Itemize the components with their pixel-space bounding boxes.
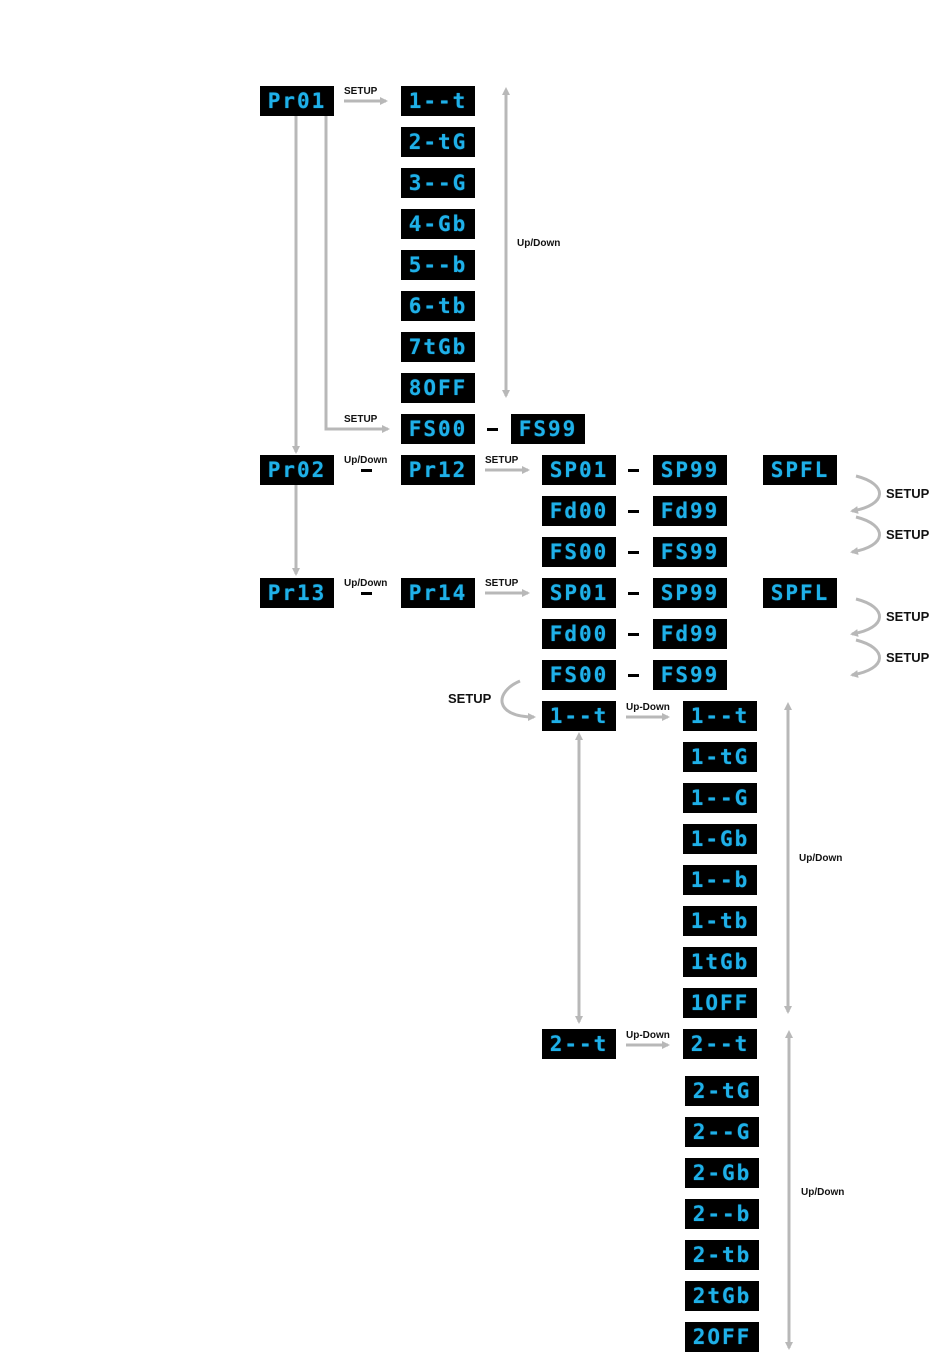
range-dash	[628, 592, 639, 595]
display-group2-option[interactable]: 2--b	[685, 1199, 759, 1229]
display-group2-option[interactable]: 2-tb	[685, 1240, 759, 1270]
display-fs-end[interactable]: FS99	[653, 537, 727, 567]
display-fs-end[interactable]: FS99	[511, 414, 585, 444]
display-spfl[interactable]: SPFL	[763, 578, 837, 608]
display-pr14[interactable]: Pr14	[401, 578, 475, 608]
display-pr13[interactable]: Pr13	[260, 578, 334, 608]
setup-label: SETUP	[344, 86, 378, 97]
display-option[interactable]: 4-Gb	[401, 209, 475, 239]
display-group1-option[interactable]: 1OFF	[683, 988, 757, 1018]
setup-label: SETUP	[886, 486, 930, 501]
up-down-label: Up-Down	[626, 702, 670, 713]
display-option[interactable]: 6-tb	[401, 291, 475, 321]
range-dash	[628, 510, 639, 513]
display-fs-start[interactable]: FS00	[401, 414, 475, 444]
setup-label: SETUP	[886, 650, 930, 665]
up-down-label: Up/Down	[801, 1187, 845, 1198]
up-down-label: Up/Down	[799, 853, 843, 864]
display-group2-option[interactable]: 2--G	[685, 1117, 759, 1147]
display-group1-option[interactable]: 1tGb	[683, 947, 757, 977]
display-option[interactable]: 1--t	[401, 86, 475, 116]
display-spfl[interactable]: SPFL	[763, 455, 837, 485]
display-pr01[interactable]: Pr01	[260, 86, 334, 116]
selector-dash	[361, 592, 372, 595]
display-fd-start[interactable]: Fd00	[542, 619, 616, 649]
display-fd-end[interactable]: Fd99	[653, 496, 727, 526]
display-group1-option[interactable]: 1-Gb	[683, 824, 757, 854]
setup-label: SETUP	[485, 578, 519, 589]
setup-label: SETUP	[344, 414, 378, 425]
setup-label: SETUP	[886, 609, 930, 624]
setup-label: SETUP	[448, 691, 492, 706]
display-group2-option[interactable]: 2OFF	[685, 1322, 759, 1352]
display-sp-start[interactable]: SP01	[542, 578, 616, 608]
display-fs-end[interactable]: FS99	[653, 660, 727, 690]
display-group2-option[interactable]: 2--t	[683, 1029, 757, 1059]
up-down-label: Up/Down	[344, 578, 388, 589]
display-group1-option[interactable]: 1--G	[683, 783, 757, 813]
display-group1-option[interactable]: 1-tG	[683, 742, 757, 772]
display-fd-end[interactable]: Fd99	[653, 619, 727, 649]
range-dash	[487, 428, 498, 431]
display-option[interactable]: 3--G	[401, 168, 475, 198]
display-sp-start[interactable]: SP01	[542, 455, 616, 485]
display-group2-option[interactable]: 2tGb	[685, 1281, 759, 1311]
display-option[interactable]: 7tGb	[401, 332, 475, 362]
display-fs-start[interactable]: FS00	[542, 537, 616, 567]
range-dash	[628, 633, 639, 636]
display-fd-start[interactable]: Fd00	[542, 496, 616, 526]
setup-label: SETUP	[886, 527, 930, 542]
up-down-label: Up-Down	[626, 1030, 670, 1041]
display-group2-option[interactable]: 2-tG	[685, 1076, 759, 1106]
display-option[interactable]: 5--b	[401, 250, 475, 280]
display-sp-end[interactable]: SP99	[653, 578, 727, 608]
selector-dash	[361, 469, 372, 472]
range-dash	[628, 469, 639, 472]
display-option[interactable]: 8OFF	[401, 373, 475, 403]
display-group2-entry[interactable]: 2--t	[542, 1029, 616, 1059]
display-pr02[interactable]: Pr02	[260, 455, 334, 485]
display-group1-option[interactable]: 1--b	[683, 865, 757, 895]
setup-label: SETUP	[485, 455, 519, 466]
range-dash	[628, 551, 639, 554]
display-group1-option[interactable]: 1-tb	[683, 906, 757, 936]
display-option[interactable]: 2-tG	[401, 127, 475, 157]
display-group2-option[interactable]: 2-Gb	[685, 1158, 759, 1188]
display-pr12[interactable]: Pr12	[401, 455, 475, 485]
up-down-label: Up/Down	[344, 455, 388, 466]
display-group1-entry[interactable]: 1--t	[542, 701, 616, 731]
display-sp-end[interactable]: SP99	[653, 455, 727, 485]
range-dash	[628, 674, 639, 677]
display-fs-start[interactable]: FS00	[542, 660, 616, 690]
up-down-label: Up/Down	[517, 238, 561, 249]
display-group1-option[interactable]: 1--t	[683, 701, 757, 731]
